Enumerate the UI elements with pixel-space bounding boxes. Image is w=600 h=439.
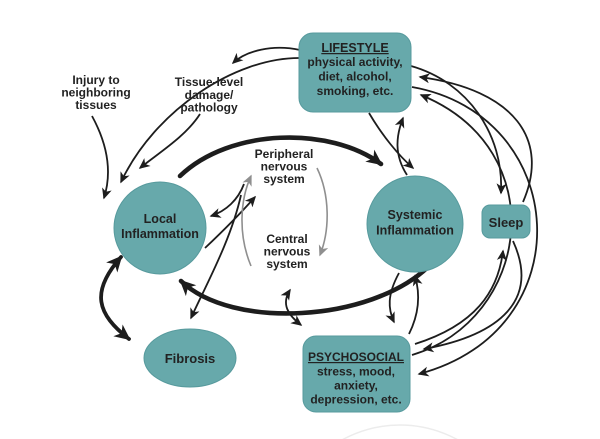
arrow-cns-to-pns bbox=[241, 174, 252, 267]
arrow-lifestyle-to-local bbox=[120, 57, 300, 184]
psychosocial-line: anxiety, bbox=[334, 379, 378, 393]
arrow-systemic-to-psychosocial bbox=[385, 272, 400, 324]
gray-arrows bbox=[241, 167, 329, 267]
arrow-psychosocial-to-sleep bbox=[414, 249, 507, 345]
arrow-local-to-systemic bbox=[177, 135, 384, 179]
tissue-damage-label: pathology bbox=[180, 101, 238, 115]
injury-label: neighboring bbox=[61, 86, 130, 100]
psychosocial-heading: PSYCHOSOCIAL bbox=[308, 350, 404, 364]
peripheral-ns-label: system bbox=[263, 172, 304, 186]
psychosocial-box bbox=[302, 335, 411, 413]
arrow-local-to-pns bbox=[204, 195, 256, 249]
tissue-damage-label: damage/ bbox=[185, 88, 234, 102]
lifestyle-line: smoking, etc. bbox=[317, 84, 394, 98]
sleep-box bbox=[481, 204, 531, 239]
arrow-pns-to-cns bbox=[316, 167, 329, 257]
arrow-sleep-to-lifestyle bbox=[418, 73, 533, 203]
psychosocial-line: stress, mood, bbox=[317, 365, 395, 379]
arrow-lifestyle-to-psychosocial bbox=[411, 86, 538, 377]
psychosocial-line: depression, etc. bbox=[310, 393, 401, 407]
arrow-systemic-to-local bbox=[178, 264, 431, 316]
arrow-systemic-to-lifestyle bbox=[394, 116, 408, 176]
central-ns-label: nervous bbox=[264, 245, 311, 259]
thick-arrows bbox=[99, 135, 431, 341]
tissue-damage-label: Tissue-level bbox=[175, 75, 243, 89]
peripheral-ns-label: nervous bbox=[261, 160, 308, 174]
fibrosis-label: Fibrosis bbox=[165, 351, 216, 366]
lifestyle-heading: LIFESTYLE bbox=[321, 41, 388, 55]
arrow-cns-psychosocial-bidirectional bbox=[280, 288, 303, 326]
lifestyle-line: physical activity, bbox=[307, 55, 402, 69]
node-labels: LIFESTYLE physical activity, diet, alcoh… bbox=[121, 41, 523, 407]
lifestyle-box bbox=[298, 32, 412, 113]
peripheral-ns-label: Peripheral bbox=[255, 147, 314, 161]
watermark-circle bbox=[342, 424, 458, 439]
systemic-inflammation-label: Inflammation bbox=[376, 224, 454, 238]
arrow-pns-to-fibrosis bbox=[190, 194, 242, 320]
arrow-psychosocial-to-systemic bbox=[408, 274, 423, 335]
central-ns-label: system bbox=[266, 257, 307, 271]
local-inflammation-label: Local bbox=[144, 212, 177, 226]
arrow-lifestyle-to-systemic bbox=[368, 112, 415, 169]
injury-label: Injury to bbox=[72, 73, 119, 87]
local-inflammation-circle bbox=[113, 181, 207, 275]
fibrosis-ellipse bbox=[143, 328, 237, 388]
annotation-labels: Injury to neighboring tissues Tissue-lev… bbox=[61, 73, 313, 271]
arrow-lifestyle-to-tissue-damage bbox=[231, 46, 301, 65]
arrow-pns-to-local bbox=[209, 183, 245, 218]
arrow-sleep-to-psychosocial bbox=[422, 240, 523, 353]
arrow-injury-to-local bbox=[91, 115, 112, 200]
arrow-tissue-damage-to-local bbox=[138, 113, 201, 169]
systemic-inflammation-label: Systemic bbox=[388, 208, 443, 222]
lifestyle-line: diet, alcohol, bbox=[318, 70, 391, 84]
injury-label: tissues bbox=[75, 98, 117, 112]
central-ns-label: Central bbox=[266, 232, 307, 246]
systemic-inflammation-circle bbox=[366, 175, 464, 273]
sleep-label: Sleep bbox=[489, 215, 524, 230]
arrow-local-fibrosis-bidirectional bbox=[99, 255, 131, 341]
local-inflammation-label: Inflammation bbox=[121, 227, 199, 241]
nodes bbox=[113, 32, 531, 413]
